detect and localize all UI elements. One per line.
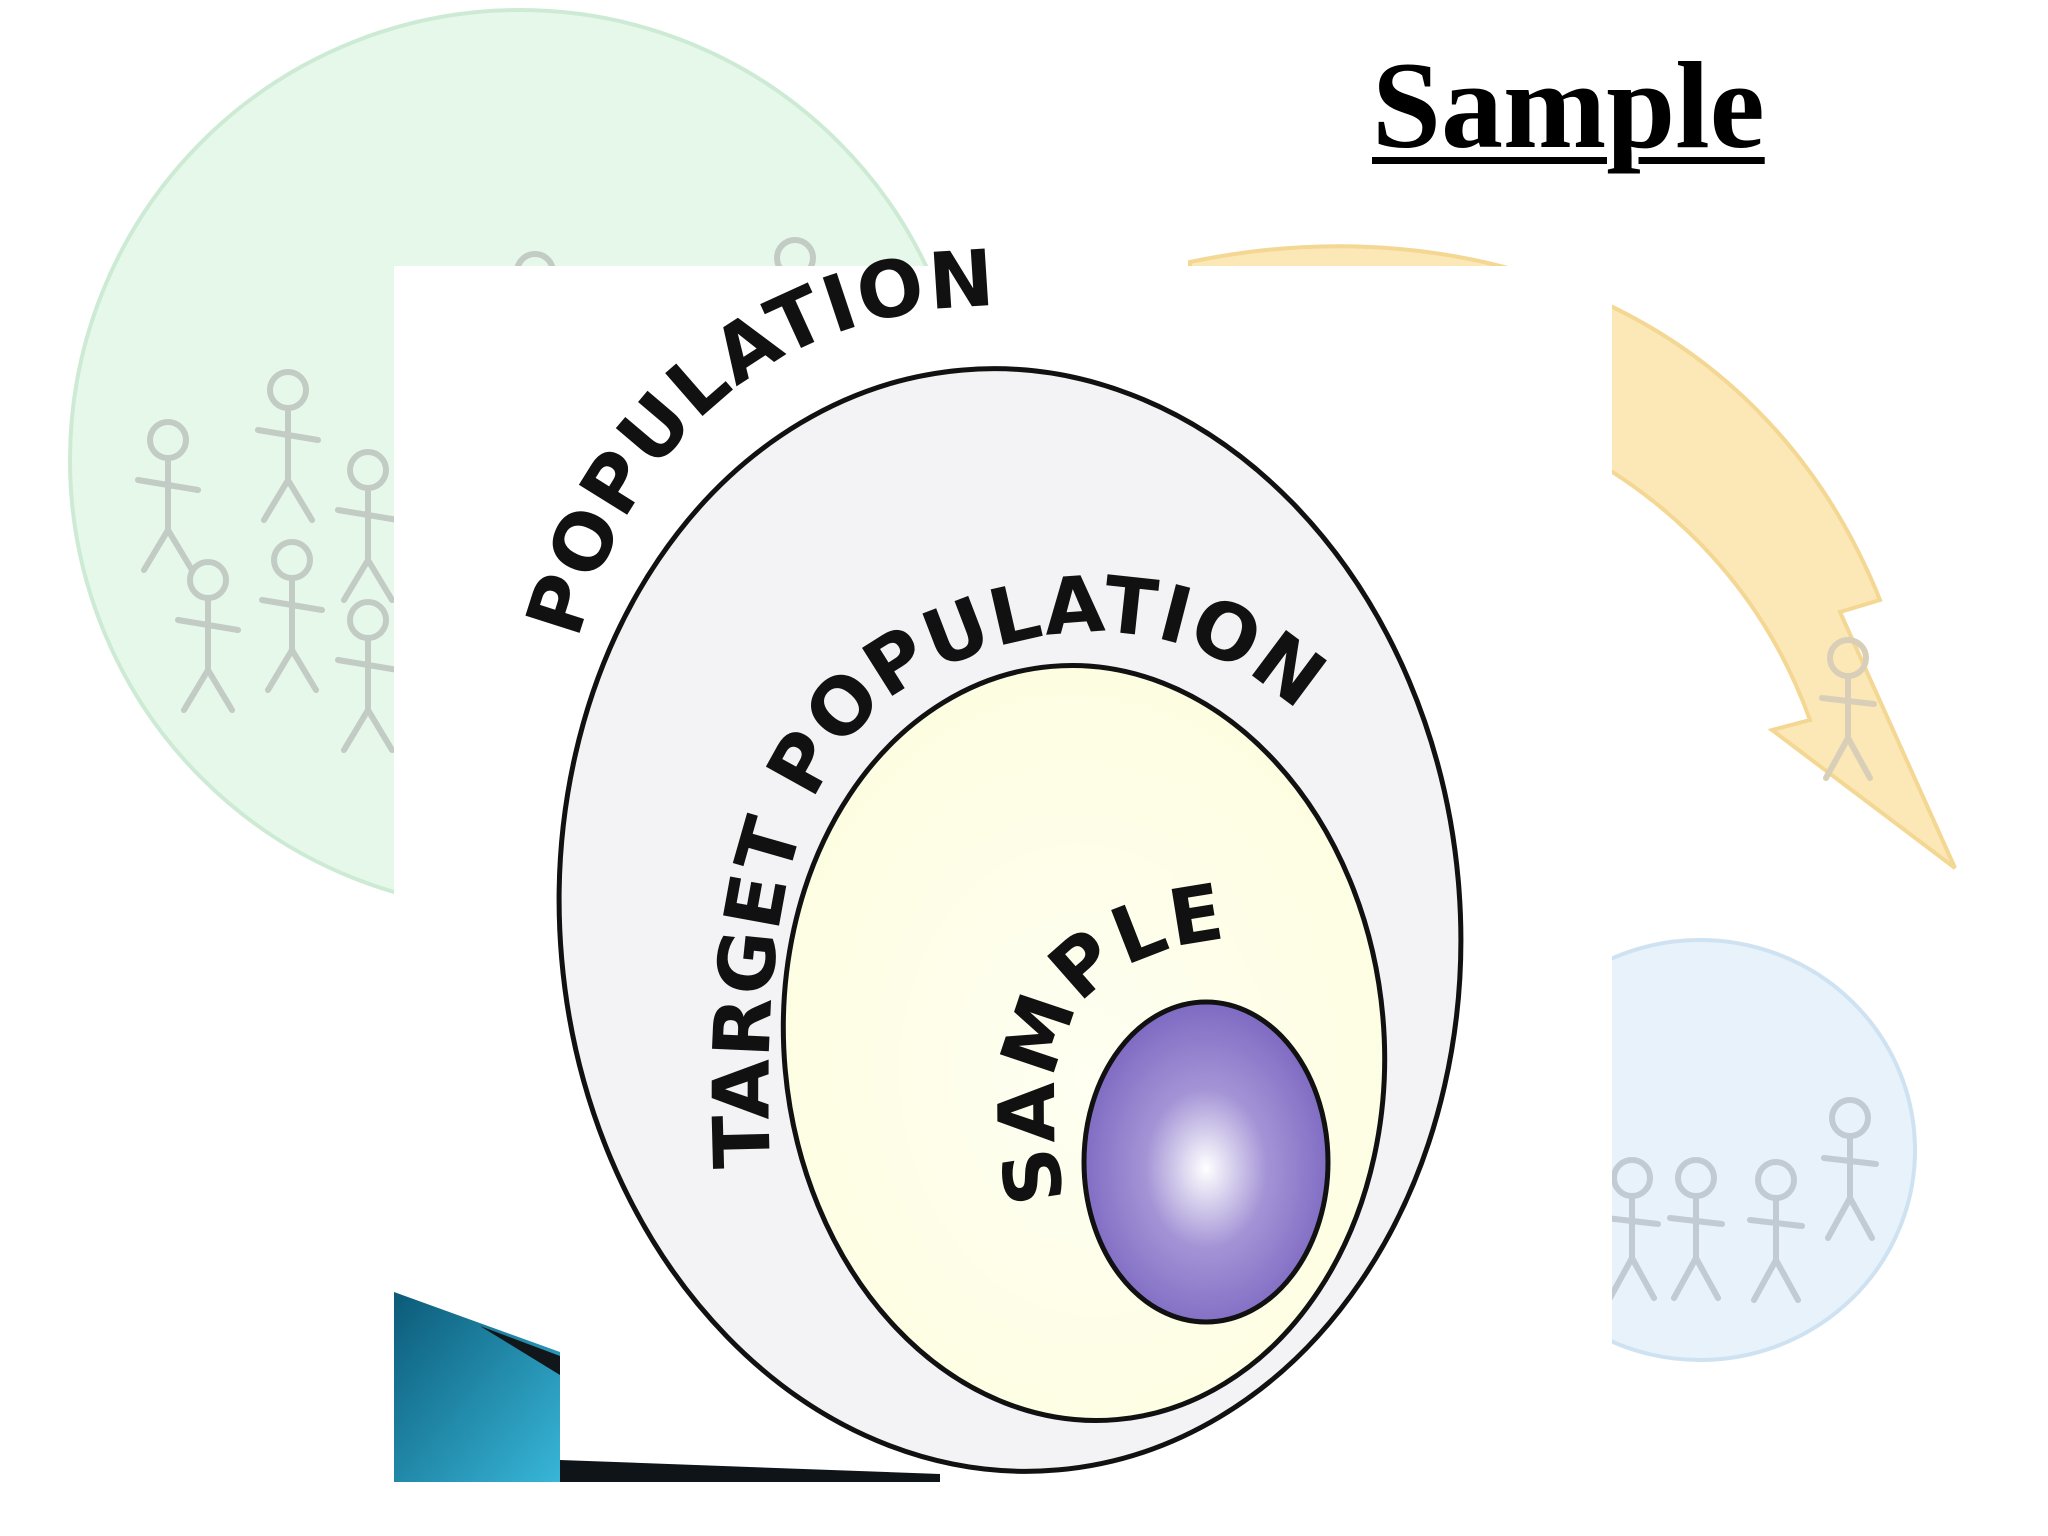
corner-accent [394,1292,940,1482]
bg-stick-figures-right [1603,1097,1879,1303]
slide-title: Sample [1372,37,1765,174]
sample-ellipse [1081,999,1331,1325]
bg-arrow-stick-figure [1819,637,1877,781]
